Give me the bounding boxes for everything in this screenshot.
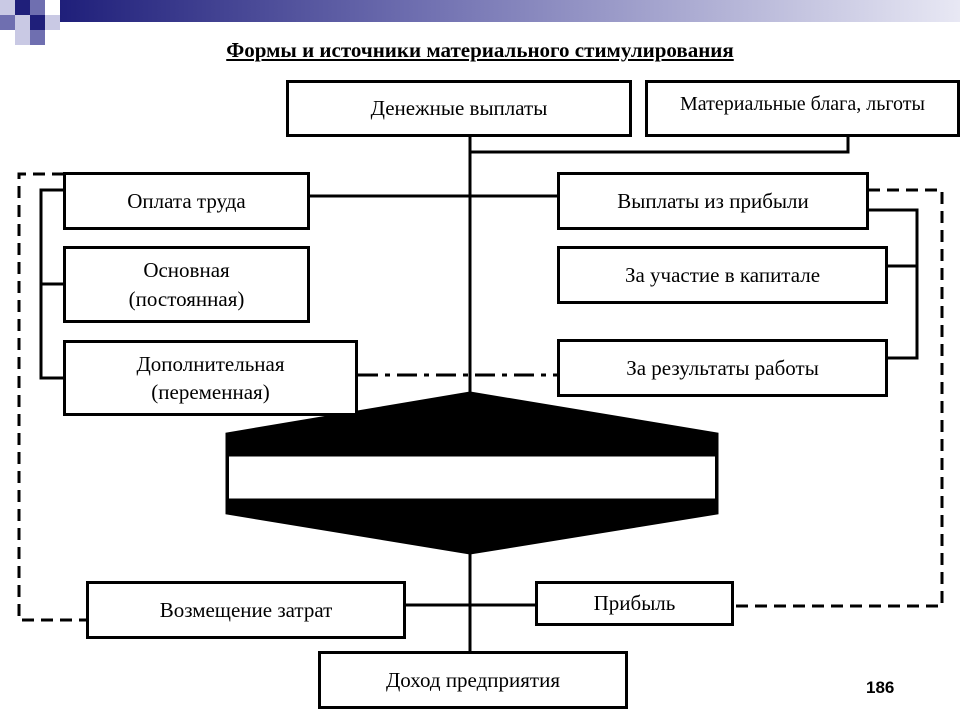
box-cost-reimbursement: Возмещение затрат bbox=[86, 581, 406, 639]
box-work-results: За результаты работы bbox=[557, 339, 888, 397]
box-enterprise-income: Доход предприятия bbox=[318, 651, 628, 709]
box-basic-pay: Основная (постоянная) bbox=[63, 246, 310, 323]
box-additional-pay: Дополнительная (переменная) bbox=[63, 340, 358, 416]
box-profit: Прибыль bbox=[535, 581, 734, 626]
box-wages: Оплата труда bbox=[63, 172, 310, 230]
page-title: Формы и источники материального стимулир… bbox=[226, 38, 734, 62]
box-monetary-payments: Денежные выплаты bbox=[286, 80, 632, 137]
box-capital-participation: За участие в капитале bbox=[557, 246, 888, 304]
box-material-benefits: Материальные блага, льготы bbox=[645, 80, 960, 137]
page-number: 186 bbox=[866, 678, 895, 697]
box-profit-payments: Выплаты из прибыли bbox=[557, 172, 869, 230]
corner-decoration bbox=[0, 0, 960, 45]
